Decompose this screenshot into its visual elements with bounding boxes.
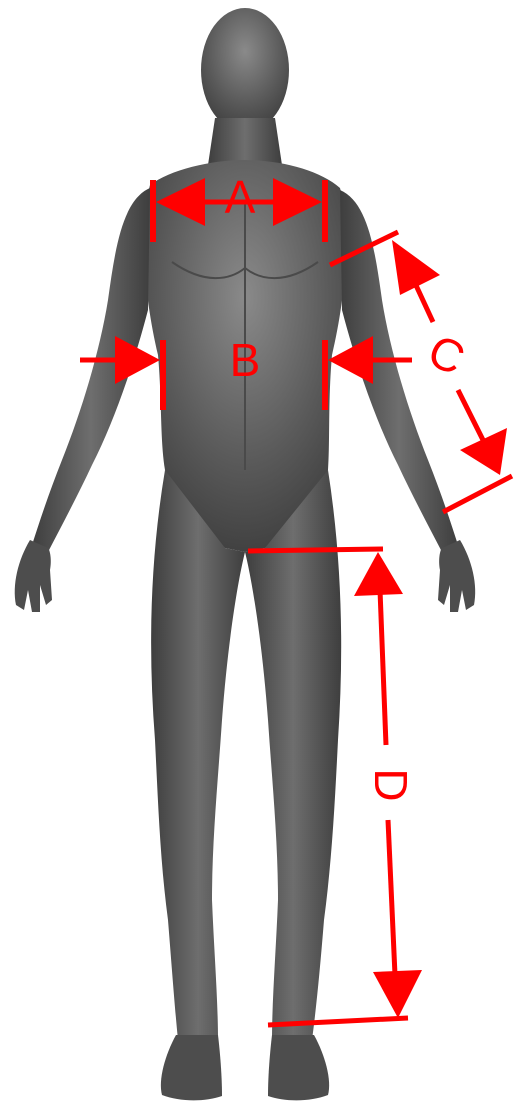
right-hand: [438, 540, 475, 612]
neck: [208, 118, 282, 165]
measure-c-bottom-arrow: [460, 428, 507, 475]
right-leg: [245, 470, 341, 1040]
left-hand: [15, 540, 52, 612]
measure-c-top-arrow: [392, 240, 440, 295]
measure-b-right-arrow: [328, 336, 373, 384]
head: [201, 8, 289, 132]
measure-d-top-arrow: [354, 552, 403, 596]
measure-c-bottom-tick: [443, 476, 512, 512]
measure-c-lower-shaft: [458, 390, 484, 442]
measure-d-bottom-arrow: [373, 970, 422, 1018]
measure-d-upper-shaft: [380, 590, 386, 745]
measure-b-label: B: [230, 334, 261, 386]
measure-a-label: A: [225, 171, 256, 223]
left-leg: [151, 470, 245, 1040]
right-foot: [268, 1035, 329, 1100]
left-foot: [161, 1035, 222, 1100]
measure-c-label: C: [421, 324, 473, 385]
measure-d-top-tick: [248, 549, 383, 551]
measure-d-label: D: [365, 768, 417, 801]
measure-d-lower-shaft: [388, 820, 395, 975]
